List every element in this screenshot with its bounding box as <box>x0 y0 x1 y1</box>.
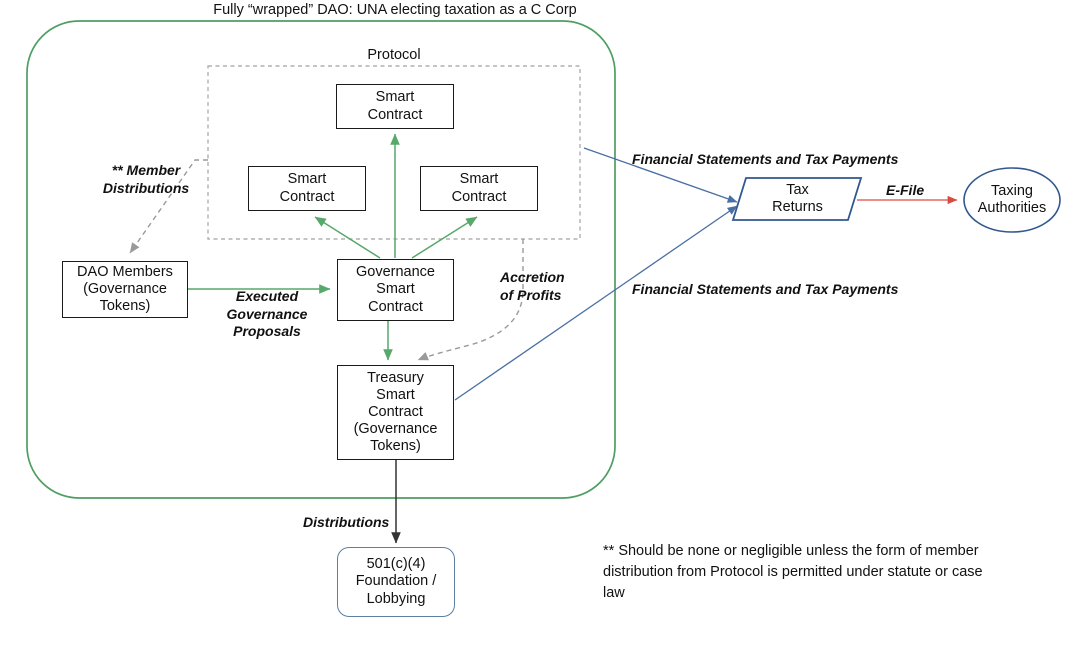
footnote-member-distributions: ** Should be none or negligible unless t… <box>603 543 983 602</box>
node-dao-members-label: DAO Members (Governance Tokens) <box>77 263 173 315</box>
node-smart-contract-right[interactable]: Smart Contract <box>420 166 538 211</box>
node-smart-contract-top[interactable]: Smart Contract <box>336 84 454 129</box>
node-smart-contract-left[interactable]: Smart Contract <box>248 166 366 211</box>
node-governance-smart-contract-label: Governance Smart Contract <box>356 264 435 315</box>
label-financial-statements-bottom: Financial Statements and Tax Payments <box>632 281 899 297</box>
node-governance-smart-contract[interactable]: Governance Smart Contract <box>337 259 454 321</box>
node-taxing-authorities[interactable]: Taxing Authorities <box>964 172 1060 228</box>
node-smart-contract-left-label: Smart Contract <box>279 171 335 205</box>
edge-governance-to-smart-contract-right <box>411 216 478 259</box>
label-financial-statements-top: Financial Statements and Tax Payments <box>632 151 899 167</box>
label-executed-governance-proposals: Executed Governance Proposals <box>226 288 308 339</box>
dao-boundary-container <box>26 20 616 499</box>
label-member-distributions: ** Member Distributions <box>102 162 190 196</box>
node-smart-contract-right-label: Smart Contract <box>451 171 507 205</box>
node-treasury-smart-contract-label: Treasury Smart Contract (Governance Toke… <box>353 369 438 455</box>
edge-governance-to-smart-contract-left <box>314 216 381 259</box>
node-smart-contract-top-label: Smart Contract <box>367 89 423 123</box>
node-taxing-authorities-label: Taxing Authorities <box>977 182 1047 216</box>
protocol-label: Protocol <box>367 47 421 63</box>
node-foundation-lobbying-label: 501(c)(4) Foundation / Lobbying <box>355 556 437 607</box>
label-e-file: E-File <box>886 182 925 198</box>
node-dao-members[interactable]: DAO Members (Governance Tokens) <box>62 261 188 318</box>
node-tax-returns[interactable]: Tax Returns <box>740 178 855 220</box>
diagram-title: Fully “wrapped” DAO: UNA electing taxati… <box>213 2 577 18</box>
node-tax-returns-label: Tax Returns <box>772 181 823 215</box>
label-accretion-of-profits: Accretion of Profits <box>500 269 565 303</box>
node-treasury-smart-contract[interactable]: Treasury Smart Contract (Governance Toke… <box>337 365 454 460</box>
label-distributions: Distributions <box>303 514 390 530</box>
node-foundation-lobbying[interactable]: 501(c)(4) Foundation / Lobbying <box>337 547 455 617</box>
